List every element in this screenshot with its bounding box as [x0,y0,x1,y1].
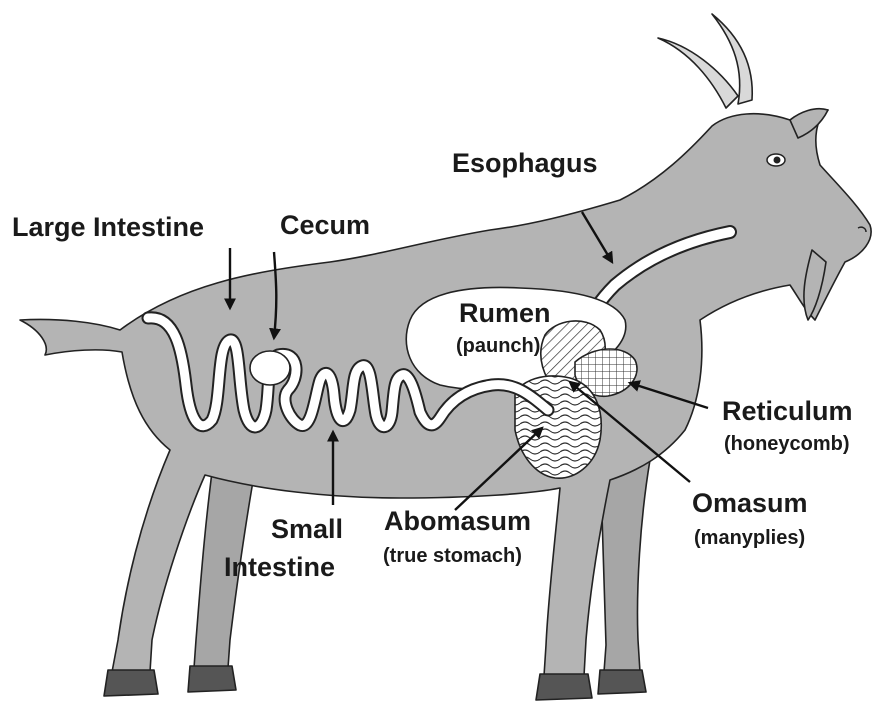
label-small-intestine-2: Intestine [224,552,335,582]
label-rumen-sub: (paunch) [456,335,540,357]
horns [658,14,752,108]
near-hooves [104,670,592,700]
cecum-organ [250,351,290,385]
label-reticulum-sub: (honeycomb) [724,433,850,455]
label-abomasum-sub: (true stomach) [383,545,522,567]
label-omasum-sub: (manyplies) [694,527,805,549]
label-small-intestine-1: Small [271,514,343,544]
label-cecum: Cecum [280,210,370,240]
label-reticulum: Reticulum [722,396,853,426]
goat-body [20,109,871,676]
label-large-intestine: Large Intestine [12,212,204,242]
label-rumen: Rumen [459,298,551,328]
label-abomasum: Abomasum [384,506,531,536]
label-esophagus: Esophagus [452,148,598,178]
label-omasum: Omasum [692,488,808,518]
